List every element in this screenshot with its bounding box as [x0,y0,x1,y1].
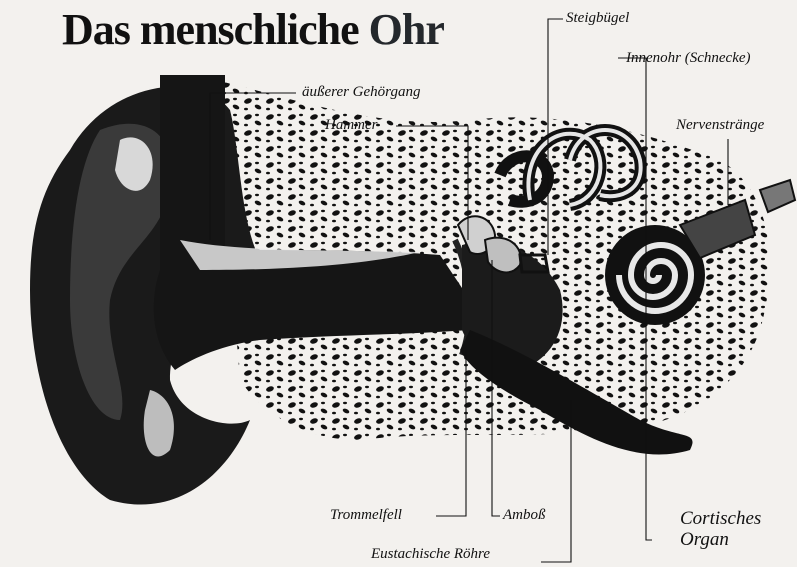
label-steigbuegel: Steigbügel [566,10,629,27]
label-cortisches-organ: Cortisches Organ [680,508,761,550]
label-innenohr: Innenohr (Schnecke) [626,50,751,67]
label-cortisches-line-1: Cortisches [680,508,761,529]
label-hammer: Hammer [325,117,378,134]
label-nervenstraenge: Nervenstränge [676,117,764,134]
label-amboss: Amboß [503,507,546,524]
label-gehoergang: äußerer Gehörgang [302,84,420,101]
label-trommelfell: Trommelfell [330,507,402,524]
label-eustachische: Eustachische Röhre [371,546,490,563]
nerve-end [760,180,795,212]
label-cortisches-line-2: Organ [680,529,761,550]
